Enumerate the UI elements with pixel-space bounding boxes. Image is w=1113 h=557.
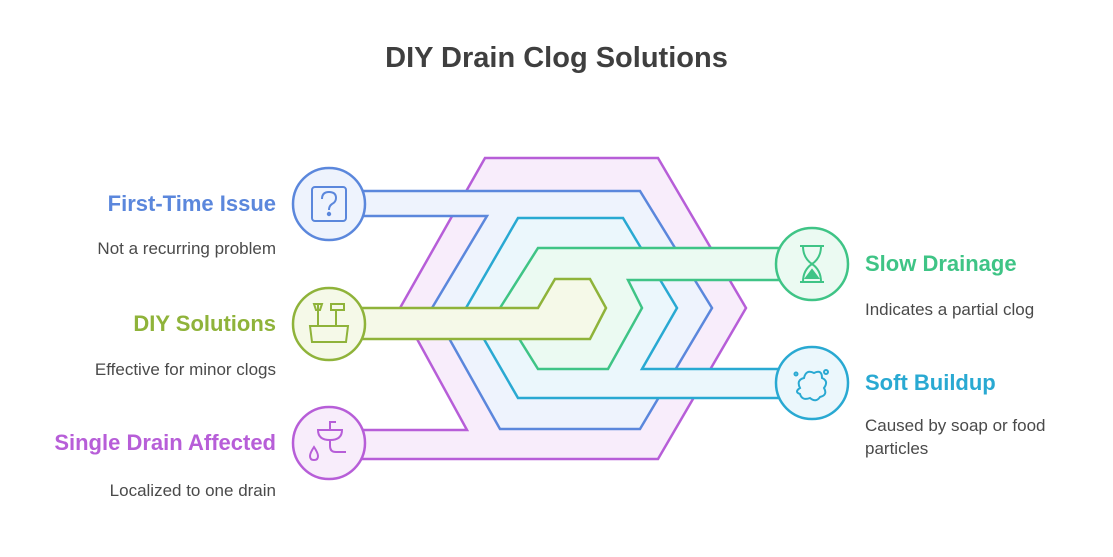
splash-icon: [793, 369, 829, 402]
soft-buildup-node: [774, 345, 850, 421]
slow-drainage-heading: Slow Drainage: [865, 251, 1017, 276]
soft-buildup-heading: Soft Buildup: [865, 370, 996, 395]
first-time-description: Not a recurring problem: [97, 239, 276, 258]
single-drain-heading: Single Drain Affected: [54, 430, 276, 455]
soft-buildup-description: Caused by soap or food particles: [865, 416, 1046, 458]
single-drain-description: Localized to one drain: [109, 481, 276, 500]
first-time-node: [291, 166, 367, 242]
slow-drainage-description: Indicates a partial clog: [865, 300, 1035, 319]
slow-drainage-node: [774, 226, 850, 302]
olive-arrow: [355, 277, 608, 341]
diy-description: Effective for minor clogs: [94, 360, 276, 379]
hourglass-icon: [800, 245, 824, 283]
toolbox-icon: [308, 303, 350, 343]
diy-node: [291, 286, 367, 362]
sink-drain-icon: [308, 421, 346, 462]
page-title: DIY Drain Clog Solutions: [385, 42, 728, 74]
question-icon: [311, 186, 347, 222]
diy-heading: DIY Solutions: [133, 311, 276, 336]
first-time-heading: First-Time Issue: [107, 191, 276, 216]
single-drain-node: [291, 405, 367, 481]
